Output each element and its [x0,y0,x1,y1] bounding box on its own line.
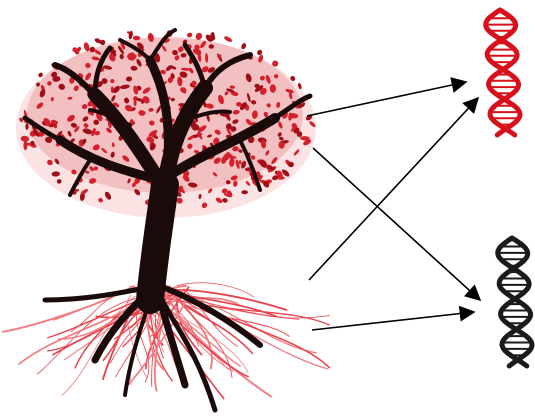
dna-backbone [487,10,518,135]
arrow-canopy-to-red-dna [307,82,466,116]
arrow-roots-to-black-dna [312,312,474,330]
arrows [307,82,480,330]
arrow-canopy-to-black-dna [313,148,480,300]
dna-backbone [499,238,530,366]
dna-helix-black-icon [498,238,532,366]
dna-helix-red-icon [486,10,520,135]
leaf [223,35,233,43]
arrow-roots-to-red-dna [309,98,478,280]
leaf [186,32,193,39]
tree-of-life-icon [2,30,330,410]
leaf [240,42,247,50]
